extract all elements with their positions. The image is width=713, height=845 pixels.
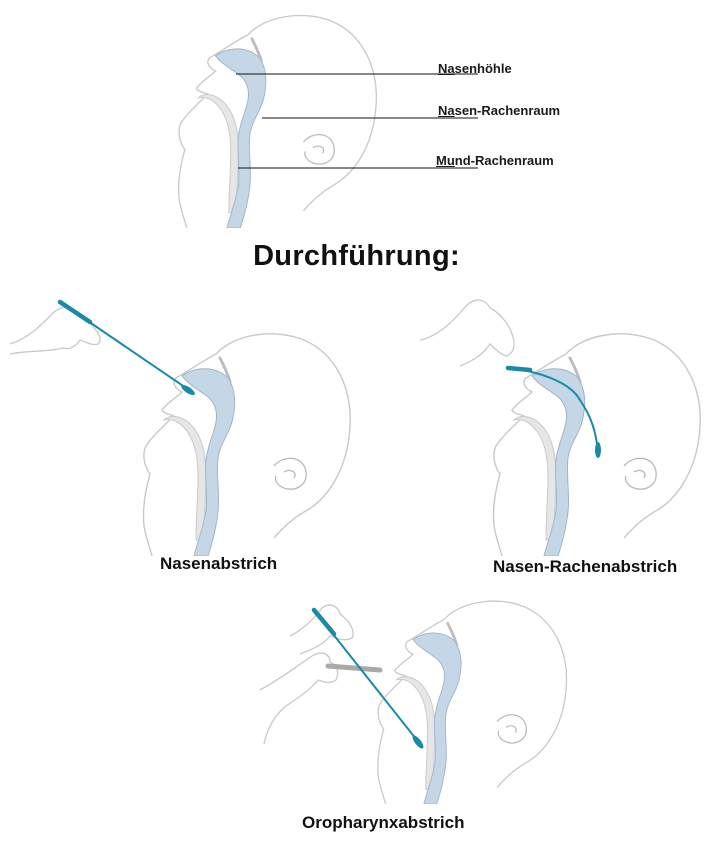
hand-outline xyxy=(420,300,514,366)
label-nasopharynx: Nasen-Rachenraum xyxy=(438,103,560,118)
nasopharyngeal-swab-illustration xyxy=(420,282,710,542)
nasal-swab-illustration xyxy=(10,282,370,542)
label-nasal-cavity: Nasenhöhle xyxy=(438,61,512,76)
label-oropharynx-rest: nd-Rachenraum xyxy=(455,153,554,168)
nasal-swab-panel xyxy=(10,282,370,542)
nasopharyngeal-swab-panel xyxy=(420,282,710,542)
swab-handle xyxy=(508,368,530,370)
leader-lines xyxy=(0,0,713,240)
hand-outline xyxy=(10,308,100,354)
procedure-heading: Durchführung: xyxy=(0,240,713,273)
label-nasopharynx-underlined: Na xyxy=(438,103,455,118)
oropharyngeal-swab-panel xyxy=(260,594,620,804)
oropharyngeal-swab-illustration xyxy=(260,594,620,804)
label-oropharynx: Mund-Rachenraum xyxy=(436,153,554,168)
label-nasal-cavity-rest: senhöhle xyxy=(455,61,512,76)
caption-oropharyngeal-swab: Oropharynxabstrich xyxy=(302,813,465,833)
caption-nasopharyngeal-swab: Nasen-Rachenabstrich xyxy=(493,557,677,577)
swab-tip xyxy=(595,442,601,458)
label-nasopharynx-rest: sen-Rachenraum xyxy=(455,103,560,118)
swab-tip xyxy=(411,734,426,750)
label-nasal-cavity-underlined: Na xyxy=(438,61,455,76)
label-oropharynx-underlined: Mu xyxy=(436,153,455,168)
caption-nasal-swab: Nasenabstrich xyxy=(160,554,277,574)
